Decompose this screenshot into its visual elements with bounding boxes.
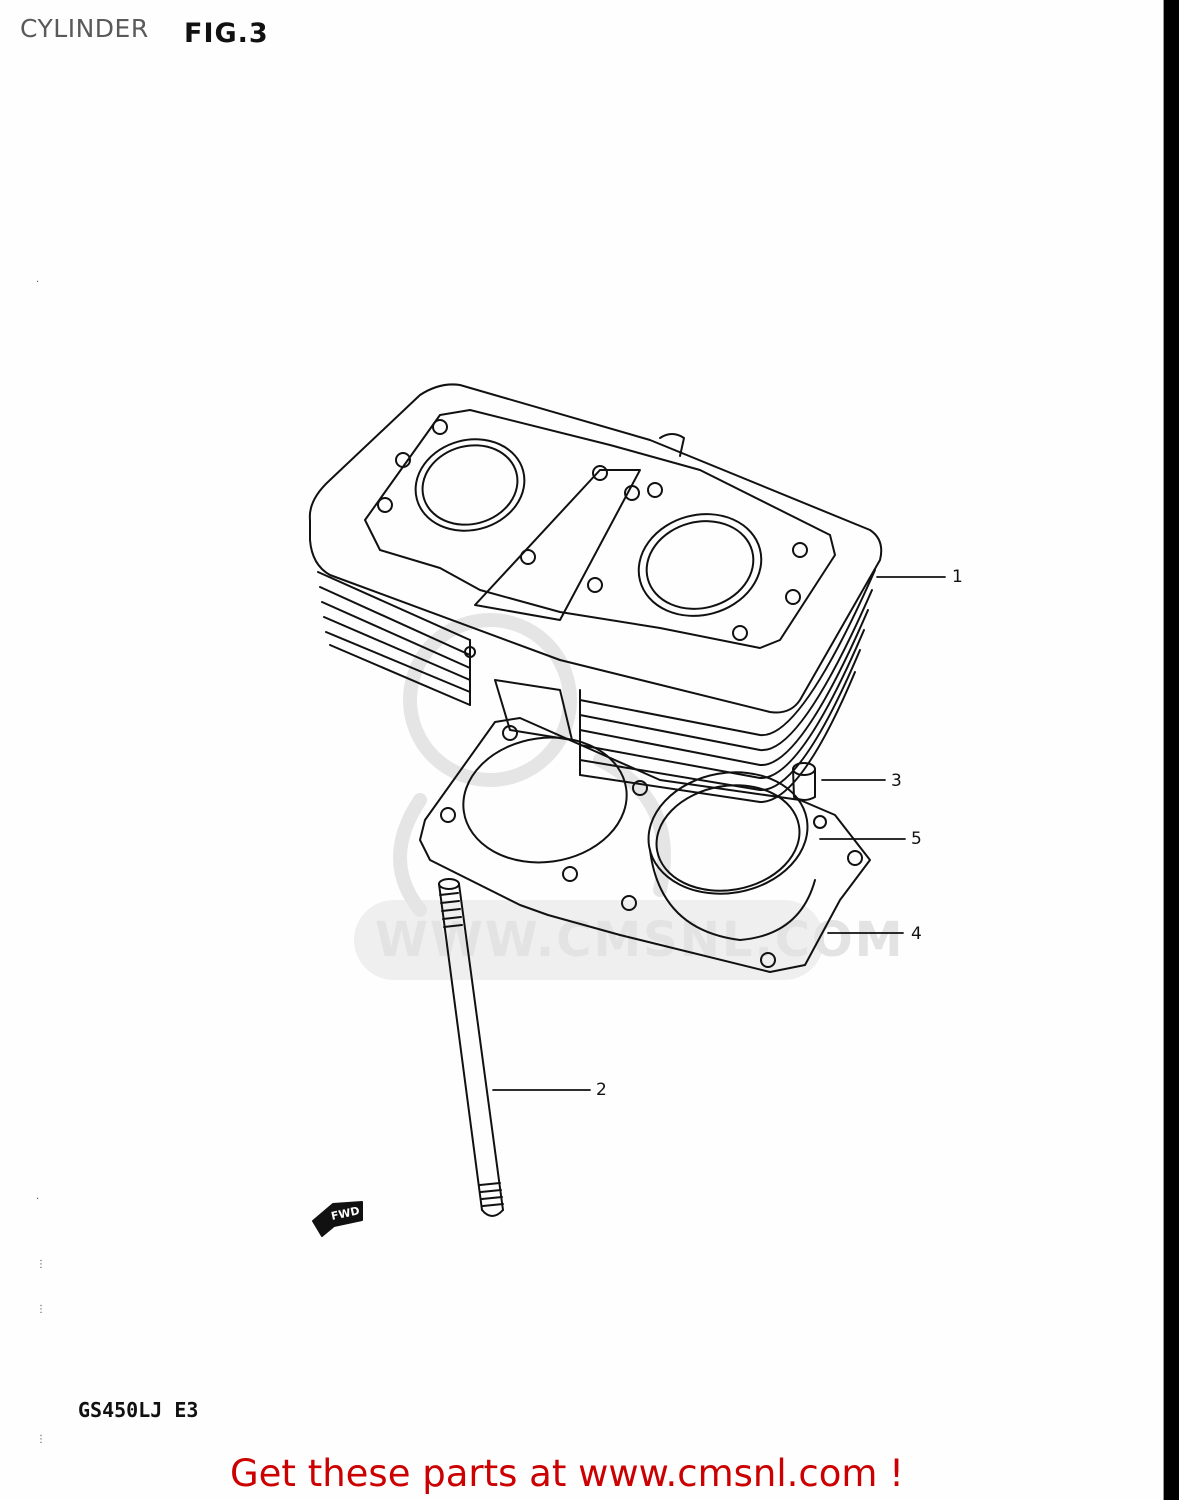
model-code: GS450LJ E3 (78, 1398, 199, 1422)
callout-1: 1 (952, 567, 963, 587)
watermark-emblem (393, 613, 671, 917)
margin-tick: · (36, 277, 40, 288)
callout-4: 4 (911, 924, 922, 944)
cylinder-block (308, 383, 883, 804)
margin-tick: · (36, 1194, 40, 1205)
figure-label: FIG.3 (184, 18, 269, 49)
callout-2: 2 (596, 1080, 607, 1100)
dowel-pin (792, 762, 816, 801)
promo-link[interactable]: Get these parts at www.cmsnl.com ! (230, 1452, 905, 1495)
stud-bolt (438, 878, 504, 1217)
margin-tick: ⋮ (36, 1259, 46, 1270)
o-ring (647, 771, 816, 941)
right-border (1163, 0, 1179, 1500)
callout-5: 5 (911, 829, 922, 849)
cylinder-base-gasket (419, 717, 871, 973)
margin-tick: ⋮ (36, 1304, 46, 1315)
fwd-arrow-icon (312, 1201, 363, 1237)
margin-tick: ⋮ (36, 1434, 46, 1445)
section-title: CYLINDER (20, 14, 149, 43)
fwd-label: FWD (330, 1204, 361, 1223)
callout-3: 3 (891, 771, 902, 791)
callout-leader-lines (492, 576, 946, 1091)
